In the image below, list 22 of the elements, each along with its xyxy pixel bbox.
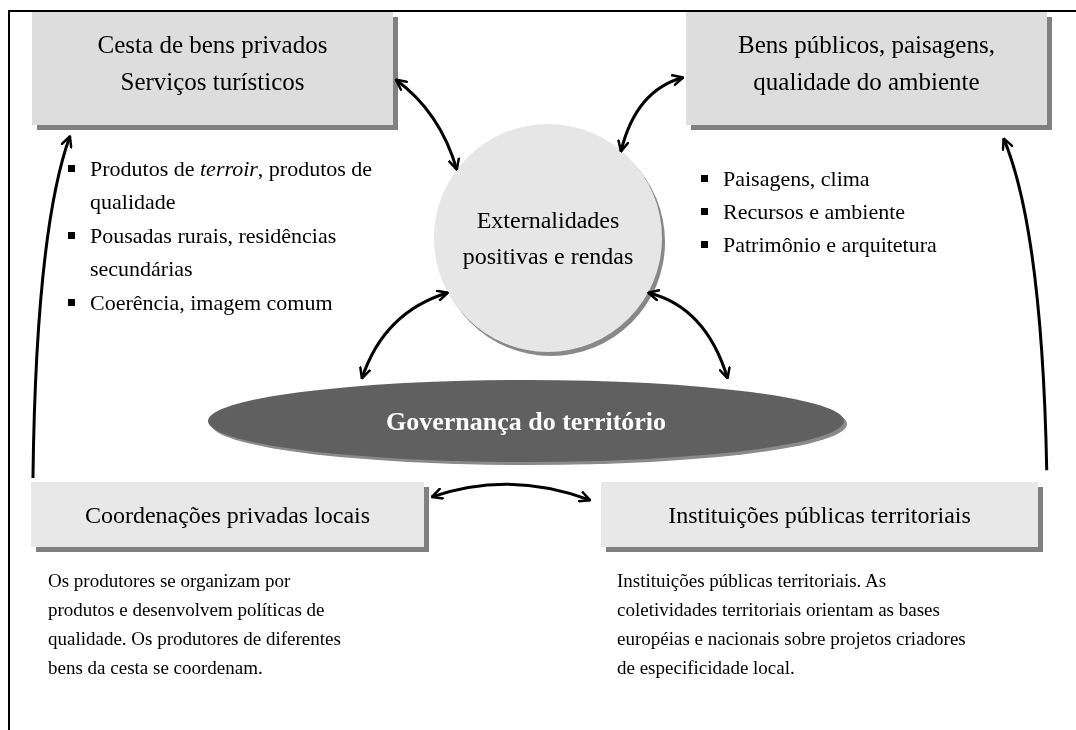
node-text: Externalidades positivas e rendas <box>461 206 635 271</box>
bullet-item: Pousadas rurais, residências secundárias <box>66 219 406 285</box>
curved-arrow <box>647 289 731 380</box>
node-text: Governança do território <box>385 405 667 438</box>
bullet-item: Paisagens, clima <box>699 162 1029 195</box>
node-text: Bens públicos, paisagens, qualidade do ambiente <box>737 30 996 97</box>
description-text: Instituições públicas territoriais. As coletividades territoriais orientam as bases européias e nacionais sobre projetos criadores de especificidade local. <box>617 569 967 680</box>
curved-arrow <box>359 290 449 380</box>
bullet-item: Coerência, imagem comum <box>66 286 406 319</box>
curved-arrow <box>1001 137 1049 471</box>
curved-arrow <box>394 78 460 171</box>
curved-arrow <box>430 482 592 503</box>
node-text: Cesta de bens privados <box>97 30 328 60</box>
node-text: Serviços turísticos <box>120 67 305 97</box>
curved-arrow <box>31 135 73 479</box>
description-text: Os produtores se organizam por produtos e desenvolvem políticas de qualidade. Os produtores de diferentes bens da cesta se coordenam. <box>48 569 342 680</box>
bullet-item: Recursos e ambiente <box>699 195 1029 228</box>
curved-arrow <box>617 74 685 153</box>
bullet-item: Produtos de terroir, produtos de qualidade <box>66 152 406 218</box>
node-text: Instituições públicas territoriais <box>668 500 971 530</box>
bullet-item: Patrimônio e arquitetura <box>699 228 1029 261</box>
node-text: Coordenações privadas locais <box>84 500 371 530</box>
